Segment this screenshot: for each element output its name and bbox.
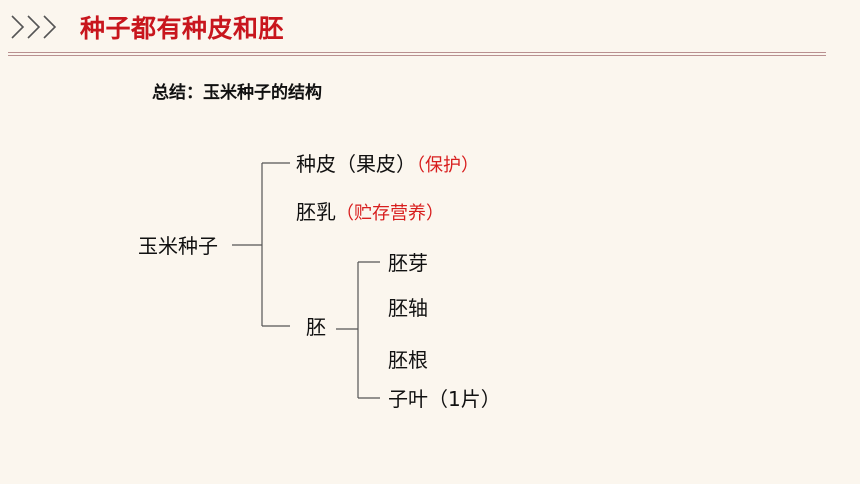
seed-coat-label: 种皮（果皮） <box>296 152 416 176</box>
endosperm-label: 胚乳 <box>296 200 336 224</box>
node-endosperm: 胚乳（贮存营养） <box>296 198 444 228</box>
node-embryo: 胚 <box>306 315 326 339</box>
node-radicle: 胚根 <box>388 348 428 372</box>
node-cotyledon: 子叶（1片） <box>388 387 501 411</box>
node-hypocotyl: 胚轴 <box>388 296 428 320</box>
node-seed-coat: 种皮（果皮）（保护） <box>296 150 479 180</box>
summary-heading: 总结：玉米种子的结构 <box>152 83 322 103</box>
node-plumule: 胚芽 <box>388 251 428 275</box>
triple-chevron-right-icon <box>11 15 57 39</box>
node-corn-seed: 玉米种子 <box>138 234 218 258</box>
endosperm-function-note: （贮存营养） <box>336 203 444 224</box>
header-divider-bottom <box>8 55 826 56</box>
seed-coat-function-note: （保护） <box>416 155 479 176</box>
page-title: 种子都有种皮和胚 <box>80 14 285 43</box>
header-divider-top <box>8 52 826 53</box>
